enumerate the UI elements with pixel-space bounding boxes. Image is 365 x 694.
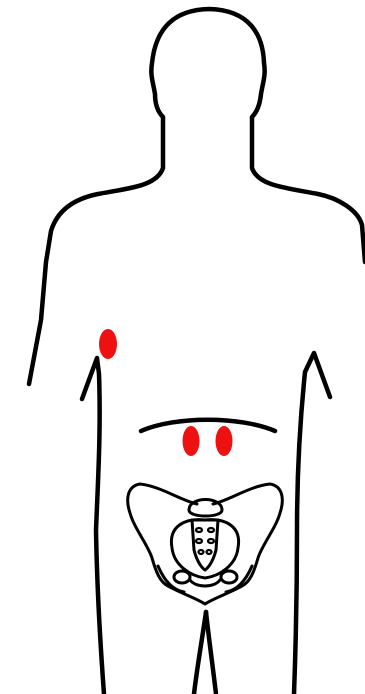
inner-leg-right	[206, 612, 216, 694]
lower-back-curve	[141, 420, 275, 431]
right-torso-outline	[294, 353, 330, 694]
left-torso-outline	[82, 358, 104, 694]
marker-right-flank	[99, 329, 117, 359]
head-shoulders-outline	[29, 9, 365, 384]
sacral-foramina	[196, 528, 214, 554]
sacrum-top	[189, 500, 222, 517]
pelvis	[128, 484, 283, 604]
obturator-right	[221, 571, 237, 583]
marker-lumbar-right	[216, 426, 233, 456]
pubic-arch	[190, 580, 220, 586]
obturator-left	[174, 571, 190, 583]
marker-lumbar-left	[183, 426, 200, 456]
inner-leg-left	[194, 612, 206, 694]
sacrum	[192, 520, 218, 570]
